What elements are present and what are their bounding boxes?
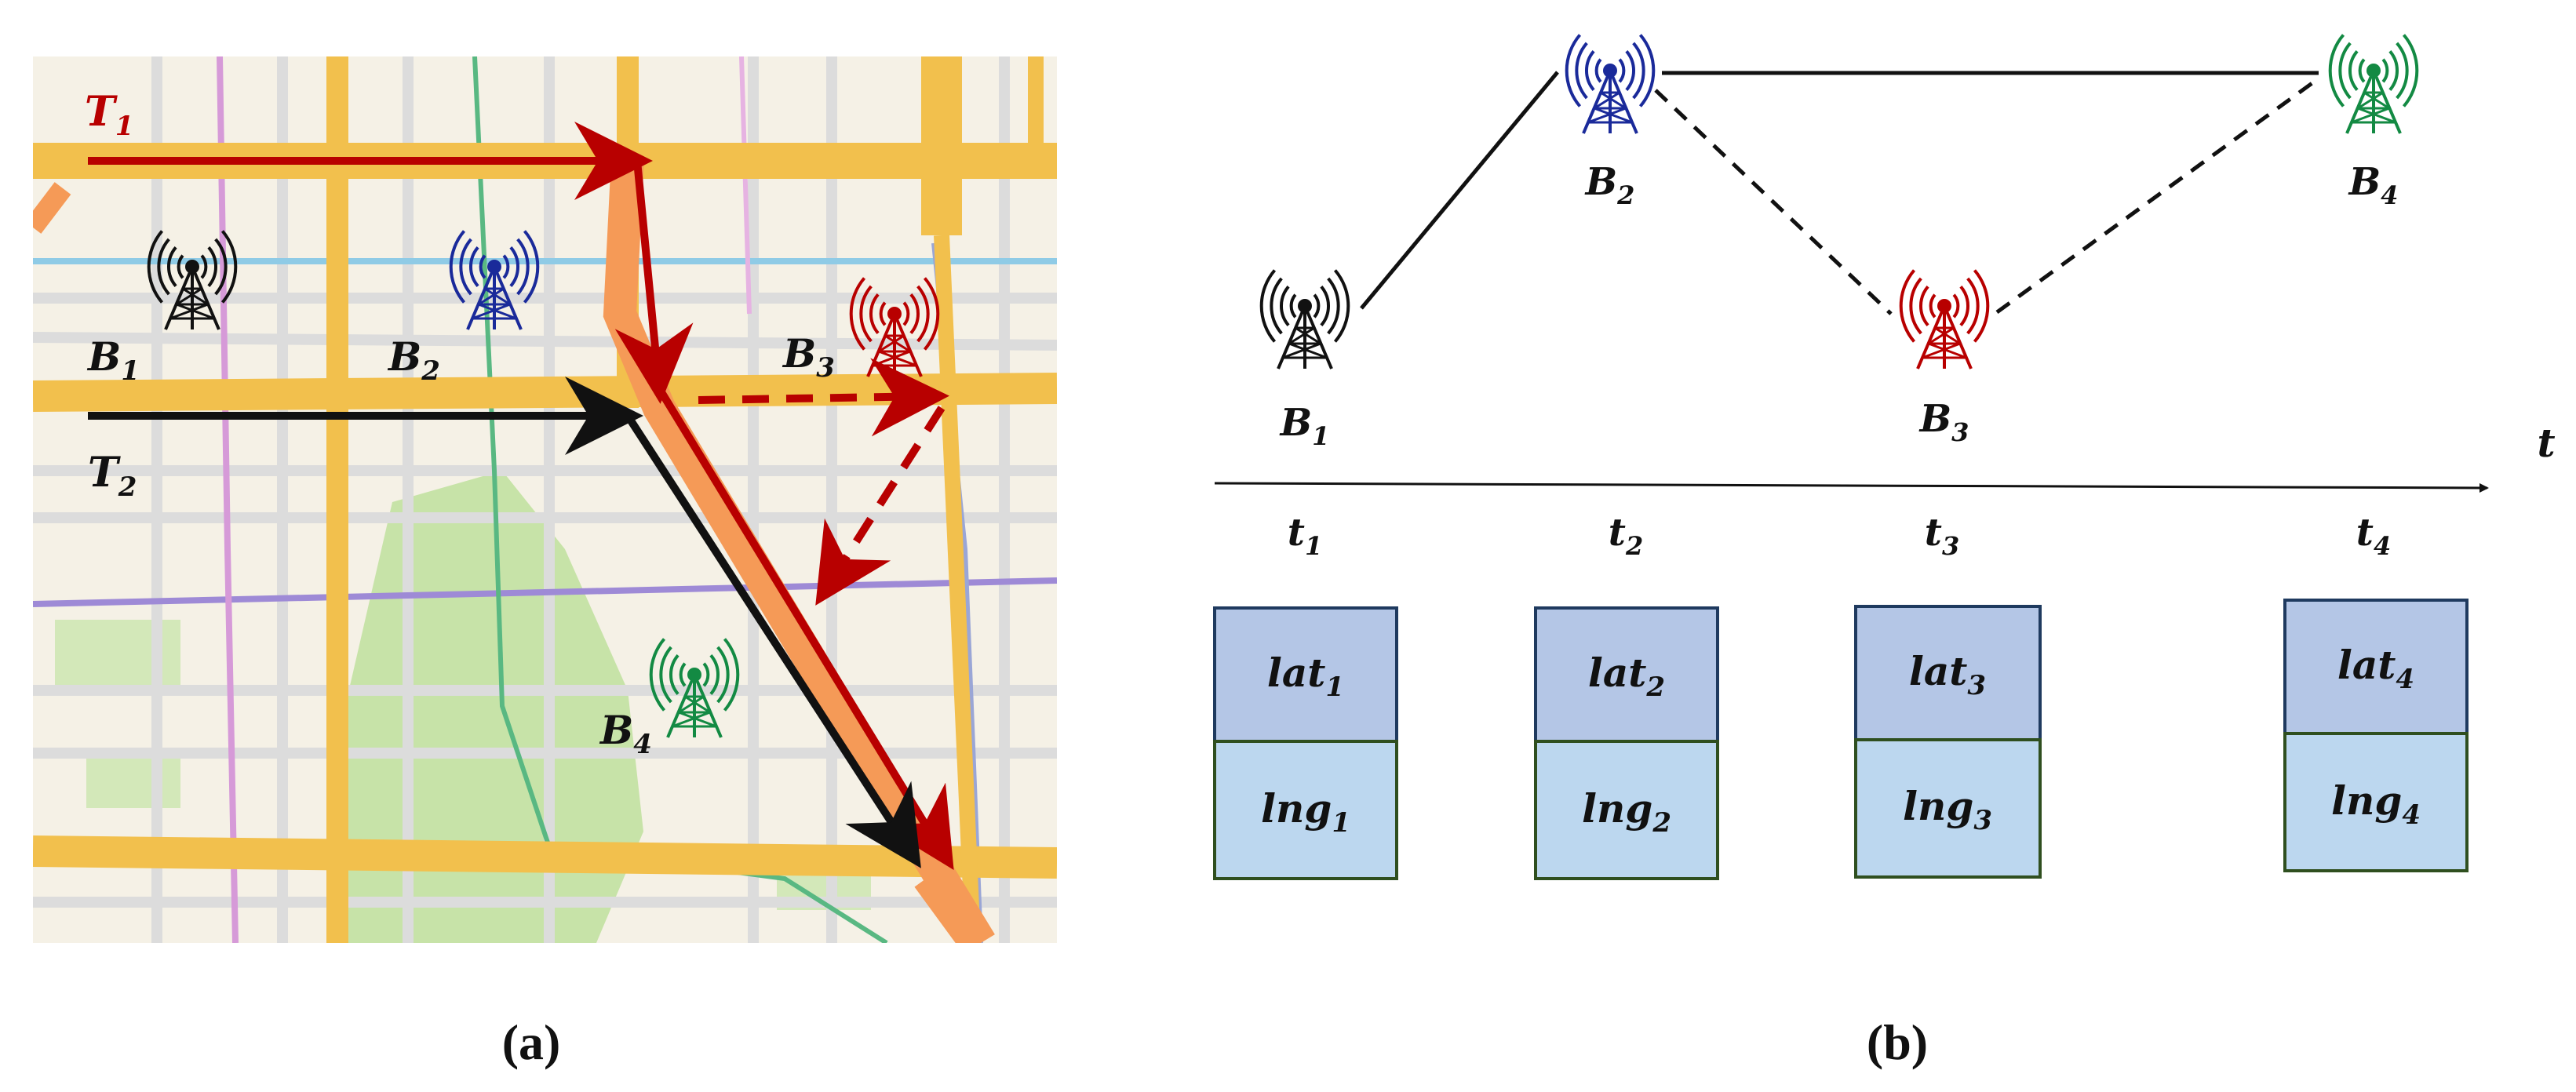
trajectory-t2-base: T: [88, 449, 121, 497]
cell-tower-icon: [1565, 34, 1656, 134]
map-tower-b4: B4: [599, 638, 740, 760]
map-tower-b3-label: B3: [782, 330, 835, 384]
record-box-2: lat2 lng2: [1534, 606, 1719, 880]
record-lat: lat3: [1909, 648, 1986, 701]
panel-a-caption: (a): [502, 1014, 561, 1070]
time-tick-t3: t3: [1925, 511, 1959, 561]
trajectory-t2-label: T2: [88, 449, 137, 503]
panel-a: T1 T2 B1 B2 B3 B4: [33, 56, 1057, 1070]
time-axis-label: t: [2537, 420, 2555, 466]
trajectory-t1-path: [88, 157, 946, 854]
trajectory-t2-sub: 2: [118, 471, 137, 503]
cell-tower-icon: [449, 230, 540, 330]
record-box-4: lat4 lng4: [2283, 599, 2469, 872]
graph-tower-b1-label: B1: [1279, 401, 1330, 451]
record-lat: lat1: [1267, 650, 1344, 703]
record-lng: lng1: [1261, 785, 1350, 839]
graph-tower-b2-label: B2: [1584, 160, 1635, 210]
map-tower-b1: B1: [86, 230, 238, 387]
graph-tower-b4-label: B4: [2348, 160, 2399, 210]
map-background: [33, 56, 1057, 943]
record-box-1: lat1 lng1: [1213, 606, 1398, 880]
trajectory-t1-label: T1: [85, 88, 133, 142]
map-tower-b4-label: B4: [599, 707, 652, 760]
edge-b2-b3: [1654, 89, 1893, 315]
graph-tower-b4: B4: [2328, 34, 2419, 210]
time-tick-t2: t2: [1609, 511, 1643, 561]
trajectory-t1-sub: 1: [115, 111, 134, 142]
panel-b-caption: (b): [1867, 1014, 1928, 1070]
map-tower-b3: B3: [782, 277, 940, 384]
record-lng: lng2: [1582, 785, 1671, 839]
record-lng: lng3: [1903, 783, 1992, 836]
cell-tower-icon: [1259, 269, 1350, 369]
record-box-3: lat3 lng3: [1854, 605, 2042, 879]
graph-tower-b3: B3: [1899, 269, 1990, 447]
map-tower-b2-label: B2: [387, 333, 440, 387]
cell-tower-icon: [849, 277, 940, 377]
map-tower-b2: B2: [387, 230, 540, 387]
trajectory-t1-alt-path: [698, 358, 949, 437]
cell-tower-icon: [1899, 269, 1990, 369]
edge-b3-b4: [1995, 76, 2320, 315]
edge-b1-b2: [1360, 71, 1559, 310]
panel-b: B1 B2 B3 B4 t t1 t2: [1213, 34, 2556, 1070]
time-tick-t1: t1: [1288, 511, 1322, 561]
time-tick-t4: t4: [2356, 511, 2391, 561]
record-lat: lat2: [1588, 650, 1665, 703]
time-axis: [1214, 482, 2489, 493]
record-lat: lat4: [2337, 642, 2414, 695]
graph-tower-b3-label: B3: [1918, 397, 1969, 447]
trajectory-t1-base: T: [85, 88, 118, 136]
graph-tower-b1: B1: [1259, 269, 1350, 451]
graph-tower-b2: B2: [1565, 34, 1656, 210]
cell-tower-icon: [147, 230, 238, 330]
cell-tower-icon: [649, 638, 740, 738]
map-tower-b1-label: B1: [86, 333, 140, 387]
cell-tower-icon: [2328, 34, 2419, 134]
record-lng: lng4: [2331, 777, 2421, 831]
